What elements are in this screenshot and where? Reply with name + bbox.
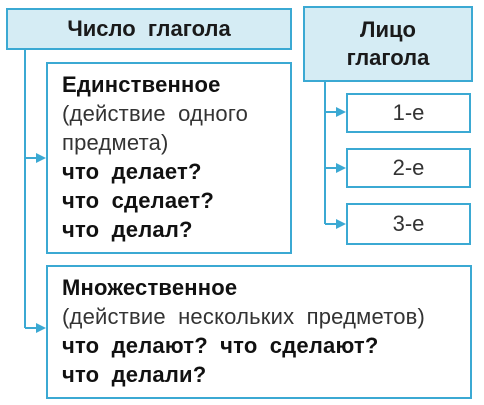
plural-note: (действие нескольких предметов): [62, 304, 426, 329]
person-label-2: 2-е: [392, 155, 425, 180]
person-header-line1: Лицо: [360, 17, 416, 42]
person-label-3: 3-е: [392, 211, 425, 236]
singular-note-line2: предмета): [62, 130, 169, 155]
person-box-2: 2-е: [346, 148, 471, 188]
plural-question-2: что делали?: [62, 362, 207, 387]
number-header: Число глагола: [6, 8, 292, 50]
person-box-1: 1-е: [346, 93, 471, 133]
person-box-3: 3-е: [346, 203, 471, 245]
plural-box: Множественное (действие нескольких предм…: [46, 265, 472, 399]
plural-question-1: что делают? что сделают?: [62, 333, 379, 358]
arrow-head: [336, 219, 346, 229]
person-label-1: 1-е: [392, 100, 425, 125]
singular-question-1: что делает?: [62, 159, 202, 184]
number-header-label: Число глагола: [67, 16, 231, 41]
singular-title: Единственное: [62, 72, 221, 97]
singular-question-3: что делал?: [62, 217, 193, 242]
plural-title: Множественное: [62, 275, 238, 300]
person-header: Лицо глагола: [303, 6, 473, 82]
person-header-line2: глагола: [346, 45, 430, 70]
arrow-head: [336, 163, 346, 173]
singular-question-2: что сделает?: [62, 188, 215, 213]
arrow-head: [36, 153, 46, 163]
arrow-head: [36, 323, 46, 333]
singular-note-line1: (действие одного: [62, 101, 249, 126]
arrow-head: [336, 107, 346, 117]
singular-box: Единственное (действие одного предмета) …: [46, 62, 292, 254]
